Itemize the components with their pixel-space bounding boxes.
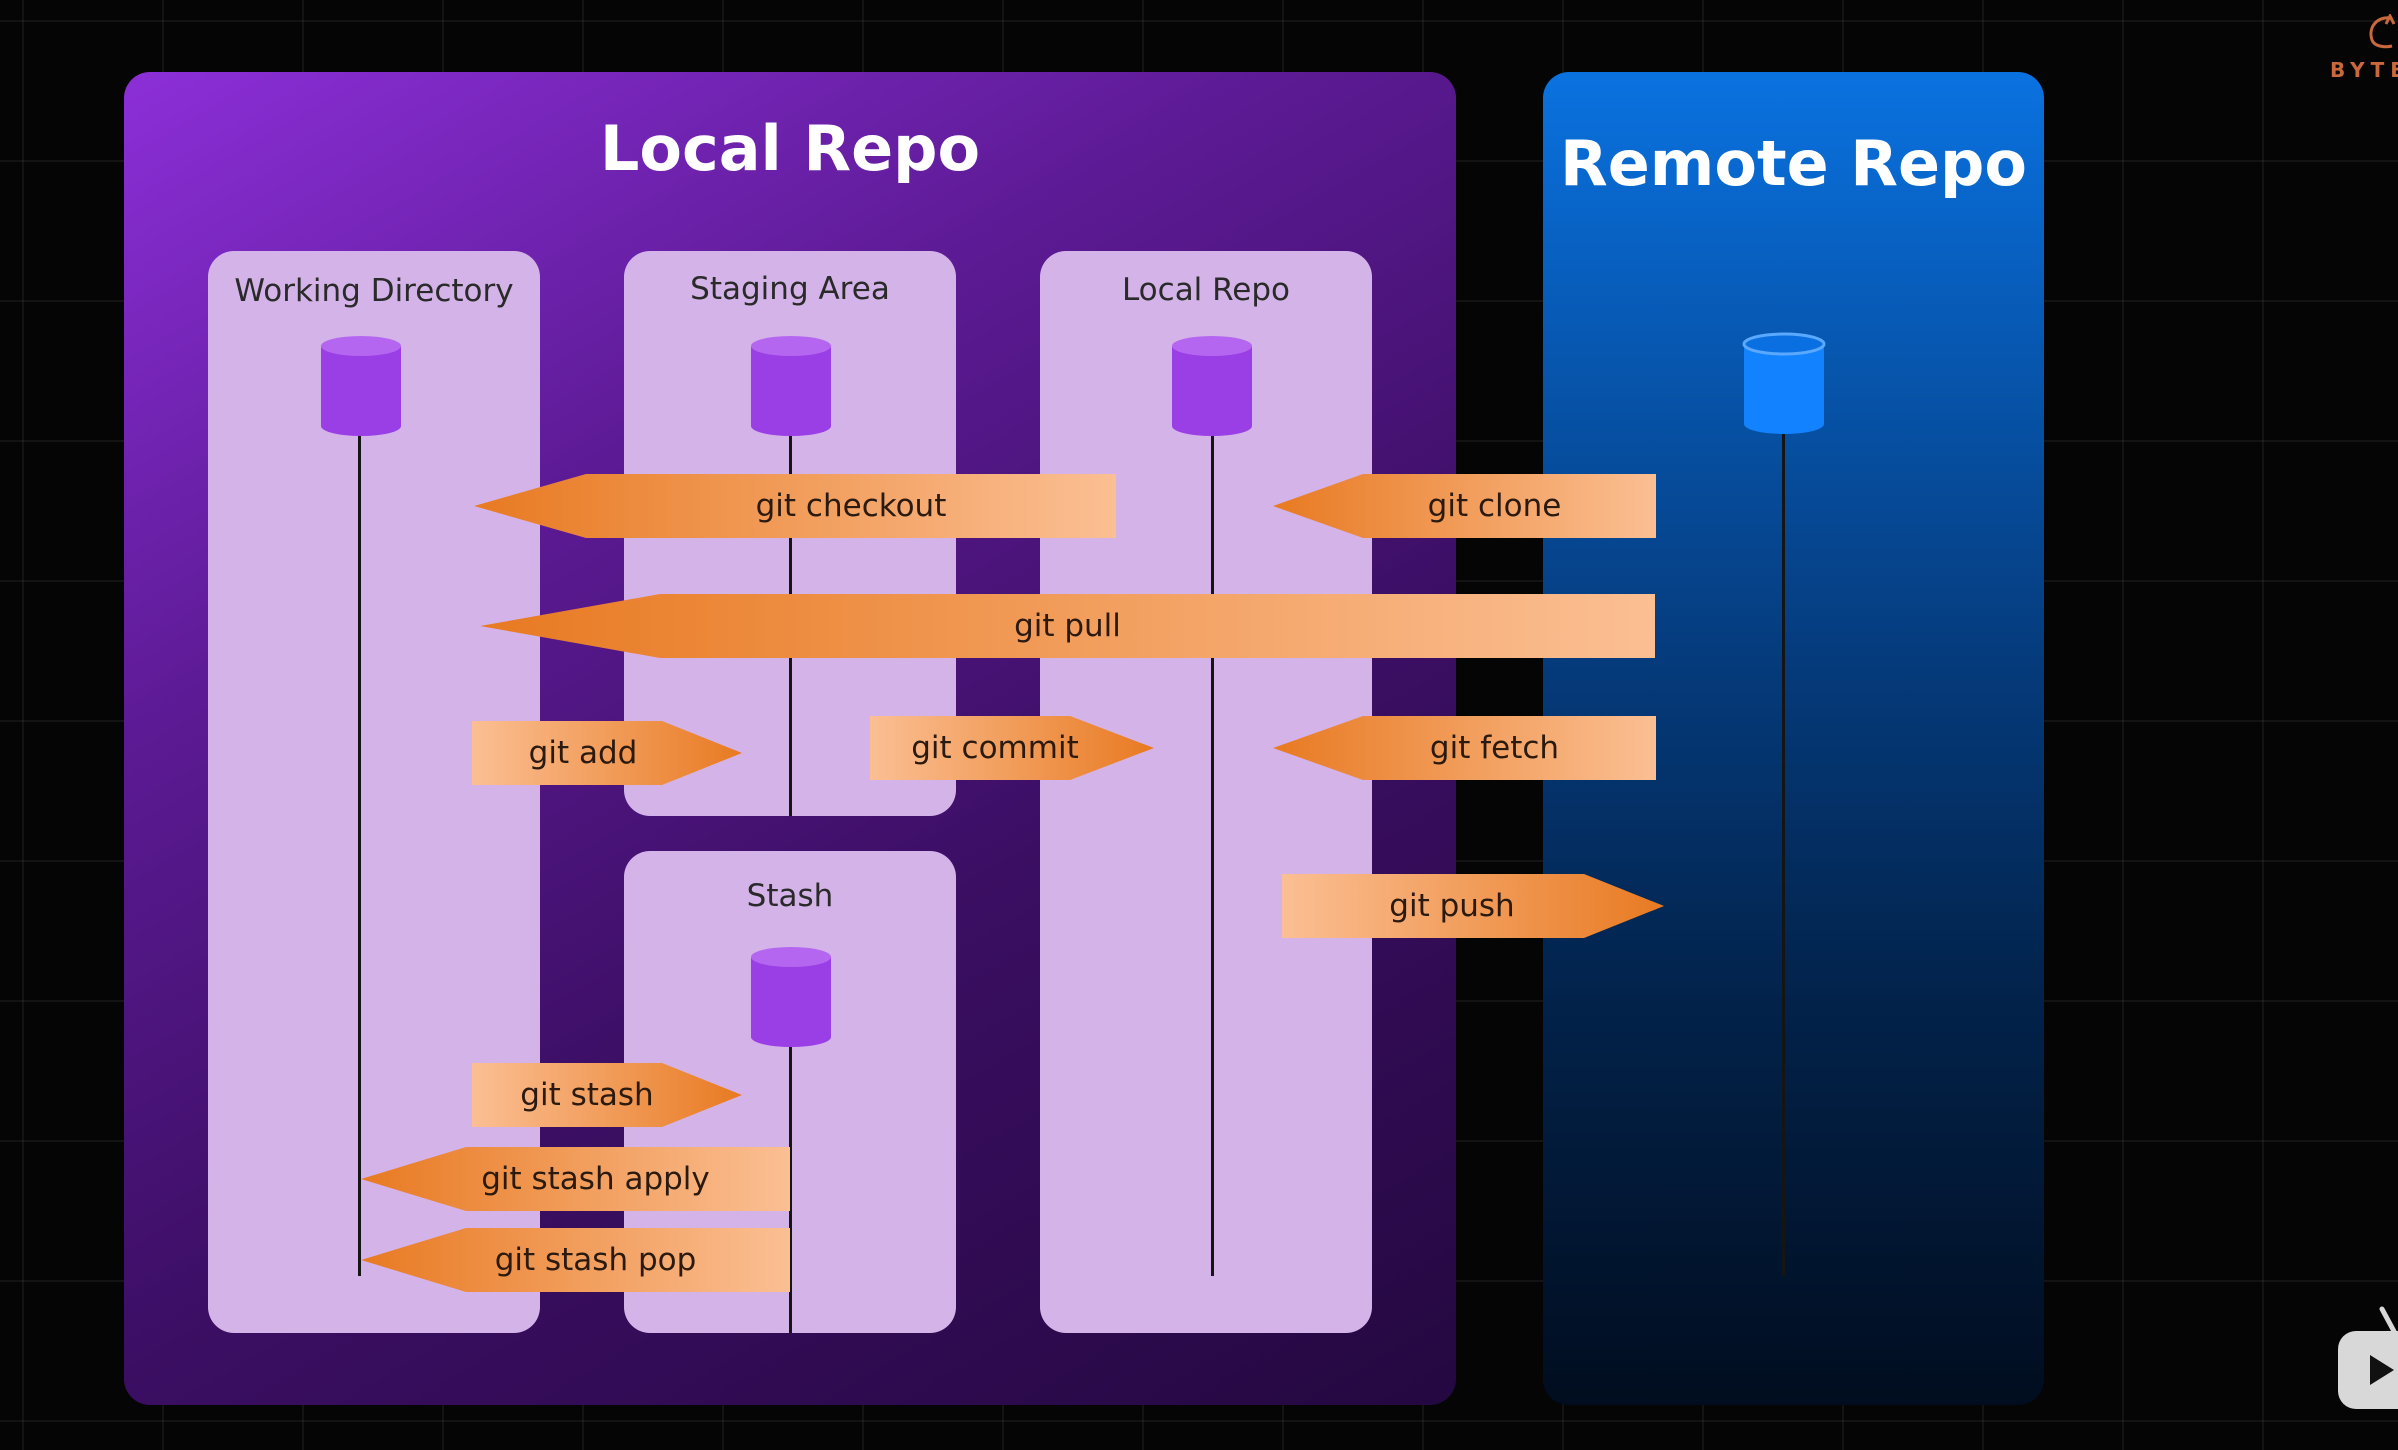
git-pull-arrow: git pull: [480, 594, 1655, 658]
remote-repo-title: Remote Repo: [1559, 127, 2028, 200]
git-push-arrow: git push: [1282, 874, 1664, 938]
working-directory-database-icon: [321, 336, 401, 436]
local-repo-title: Local Repo: [599, 112, 981, 185]
stash-title: Stash: [746, 878, 834, 914]
local-repo-column-title: Local Repo: [1121, 272, 1291, 308]
git-clone-label: git clone: [1427, 488, 1562, 524]
working-directory-lifeline: [358, 420, 361, 1276]
stash-database-icon: [751, 947, 831, 1047]
git-pull-label: git pull: [1014, 608, 1121, 644]
stash-lifeline: [789, 1030, 792, 1333]
working-directory-title: Working Directory: [234, 273, 514, 309]
git-push-label: git push: [1389, 888, 1515, 924]
local-repo-lifeline: [1211, 420, 1214, 1276]
git-fetch-label: git fetch: [1429, 730, 1560, 766]
git-stash-pop-label: git stash pop: [494, 1242, 697, 1278]
git-stash-label: git stash: [520, 1077, 654, 1113]
git-stash-arrow: git stash: [472, 1063, 742, 1127]
git-commit-label: git commit: [911, 730, 1079, 766]
git-clone-arrow: git clone: [1273, 474, 1656, 538]
local-repo-database-icon: [1172, 336, 1252, 436]
staging-area-title: Staging Area: [690, 271, 890, 307]
cat-logo-icon: [2369, 14, 2396, 49]
git-fetch-arrow: git fetch: [1273, 716, 1656, 780]
git-commit-arrow: git commit: [870, 716, 1154, 780]
git-stash-apply-arrow: git stash apply: [361, 1147, 790, 1211]
remote-repo-lifeline: [1782, 420, 1785, 1276]
brand-logo-text: BYTE: [2330, 58, 2398, 82]
staging-area-database-icon: [751, 336, 831, 436]
play-button-icon[interactable]: [2336, 1305, 2398, 1409]
git-stash-apply-label: git stash apply: [481, 1161, 710, 1197]
git-add-arrow: git add: [472, 721, 742, 785]
git-add-label: git add: [528, 735, 638, 771]
git-stash-pop-arrow: git stash pop: [361, 1228, 790, 1292]
remote-repo-database-icon: [1742, 332, 1826, 434]
git-checkout-label: git checkout: [755, 488, 947, 524]
git-checkout-arrow: git checkout: [474, 474, 1116, 538]
